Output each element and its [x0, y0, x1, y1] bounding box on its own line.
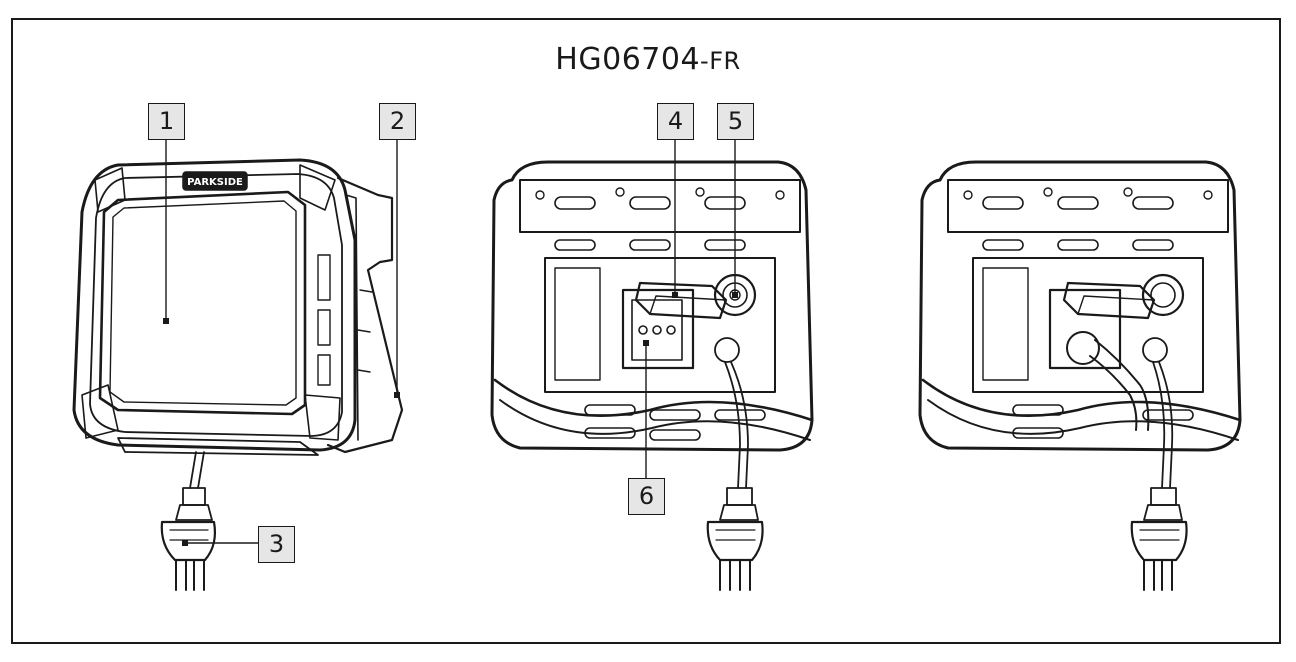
callout-1: 1 — [148, 103, 185, 140]
figure-title: HG06704-FR — [0, 42, 1296, 77]
callout-5: 5 — [717, 103, 754, 140]
callout-4: 4 — [657, 103, 694, 140]
model-number: HG06704 — [555, 42, 701, 77]
front-view-light: PARKSIDE — [72, 138, 404, 591]
figure-frame — [11, 18, 1281, 644]
svg-text:PARKSIDE: PARKSIDE — [187, 177, 243, 188]
rear-view-connected — [918, 160, 1242, 591]
callout-3: 3 — [258, 526, 295, 563]
model-suffix: -FR — [700, 47, 741, 75]
rear-view-light — [490, 138, 814, 591]
callout-6: 6 — [628, 478, 665, 515]
callout-2: 2 — [379, 103, 416, 140]
